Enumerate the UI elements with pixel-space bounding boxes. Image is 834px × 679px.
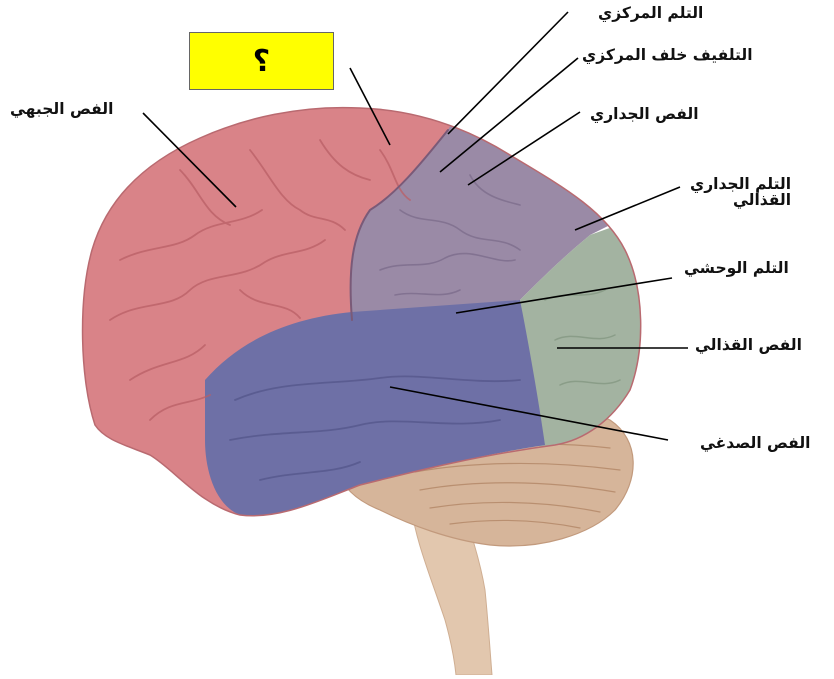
label-frontal-lobe: الفص الجبهي: [10, 101, 113, 117]
label-lateral-sulcus: التلم الوحشي: [684, 260, 789, 276]
label-occipital-lobe: الفص القذالي: [695, 337, 802, 353]
label-parieto-occipital-line2: القذالي: [690, 192, 791, 208]
question-mark: ؟: [253, 44, 270, 79]
question-box[interactable]: ؟: [189, 32, 334, 90]
label-parieto-occipital-sulcus: التلم الجداري القذالي: [690, 176, 791, 209]
label-parietal-lobe: الفص الجداري: [590, 106, 699, 122]
label-central-sulcus: التلم المركزي: [598, 5, 703, 21]
label-temporal-lobe: الفص الصدغي: [700, 435, 810, 451]
label-postcentral-gyrus: التلفيف خلف المركزي: [582, 47, 753, 63]
label-parieto-occipital-line1: التلم الجداري: [690, 176, 791, 192]
